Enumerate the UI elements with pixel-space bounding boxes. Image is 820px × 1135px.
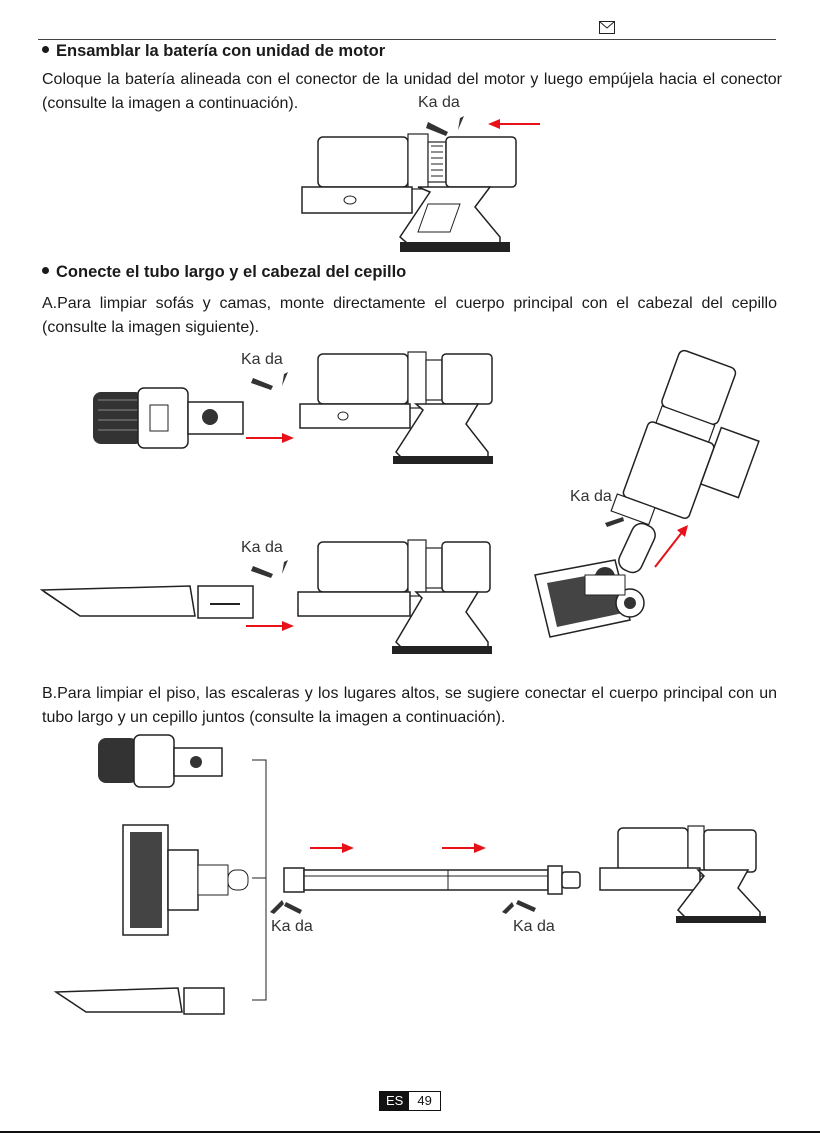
figure-long-tube-assembly bbox=[53, 734, 766, 1015]
page-badge: ES 49 bbox=[379, 1091, 441, 1111]
click-label: Ka da bbox=[241, 351, 283, 368]
click-label: Ka da bbox=[241, 539, 283, 556]
battery-instructions: Coloque la batería alineada con el conec… bbox=[42, 71, 782, 112]
mail-icon bbox=[599, 21, 615, 34]
section-heading-tube: Conecte el tubo largo y el cabezal del c… bbox=[42, 263, 406, 282]
instruction-a: A.Para limpiar sofás y camas, monte dire… bbox=[42, 295, 777, 336]
figure-brush-head-assembly bbox=[93, 351, 493, 464]
figure-battery-assembly bbox=[301, 116, 540, 252]
click-label: Ka da bbox=[271, 918, 313, 935]
figure-crevice-tool-assembly bbox=[39, 539, 492, 654]
footer-rule bbox=[0, 1131, 820, 1133]
language-code: ES bbox=[380, 1092, 410, 1110]
header-rule bbox=[38, 39, 776, 40]
page-number: 49 bbox=[417, 1093, 432, 1108]
click-label: Ka da bbox=[418, 94, 460, 111]
section-heading-battery: Ensamblar la batería con unidad de motor bbox=[42, 42, 385, 61]
instruction-b: B.Para limpiar el piso, las escaleras y … bbox=[42, 685, 777, 726]
figure-floor-brush-angled bbox=[534, 349, 760, 638]
click-label: Ka da bbox=[513, 918, 555, 935]
click-label: Ka da bbox=[570, 488, 612, 505]
